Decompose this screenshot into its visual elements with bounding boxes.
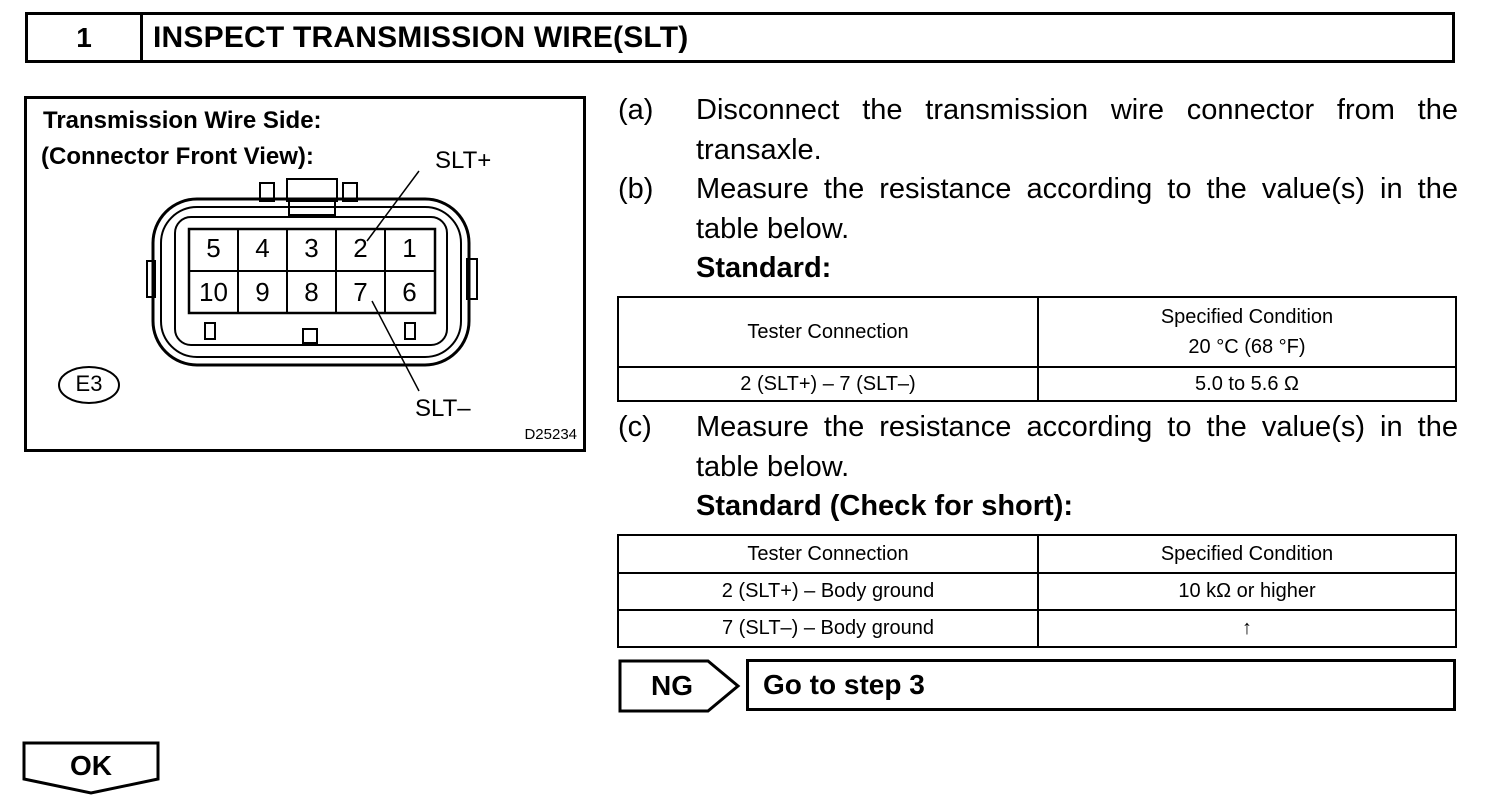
table2-header-condition: Specified Condition <box>1037 534 1457 574</box>
figure-title-line2: (Connector Front View): <box>41 143 314 170</box>
step-b-label: (b) <box>618 173 654 205</box>
table1-header-condition-line2: 20 °C (68 °F) <box>1188 336 1306 358</box>
step-c-label: (c) <box>618 411 652 443</box>
step-title: INSPECT TRANSMISSION WIRE(SLT) <box>153 20 689 54</box>
pin-10: 10 <box>199 277 228 307</box>
ok-label: OK <box>70 750 112 781</box>
step-a-text: Disconnect the transmission wire connect… <box>696 94 1458 166</box>
connector-id: E3 <box>75 371 103 396</box>
pin-1: 1 <box>402 233 417 263</box>
pin-3: 3 <box>304 233 319 263</box>
table1-header-condition-line1: Specified Condition <box>1160 306 1334 328</box>
table-row: 7 (SLT–) – Body ground ↑ <box>617 609 1457 648</box>
connector-figure: Transmission Wire Side: (Connector Front… <box>24 96 586 452</box>
table2-row2-condition: ↑ <box>1037 609 1457 648</box>
standard-label: Standard: <box>696 252 832 284</box>
slt-minus-label: SLT– <box>415 395 471 422</box>
slt-plus-label: SLT+ <box>435 147 492 174</box>
table2-row1-connection: 2 (SLT+) – Body ground <box>617 572 1039 611</box>
standard-table: Tester Connection Specified Condition 20… <box>617 296 1457 402</box>
bottom-tab-right <box>404 322 416 340</box>
table1-header-condition: Specified Condition 20 °C (68 °F) <box>1037 296 1457 368</box>
table1-row1-condition: 5.0 to 5.6 Ω <box>1037 366 1457 402</box>
step-a-label: (a) <box>618 94 654 126</box>
key-notch-top <box>288 200 336 216</box>
leader-line-plus <box>366 170 420 242</box>
ok-arrow-icon <box>22 741 160 795</box>
table2-row1-condition: 10 kΩ or higher <box>1037 572 1457 611</box>
connector-id-oval <box>58 366 120 404</box>
table-row: 2 (SLT+) – Body ground 10 kΩ or higher <box>617 572 1457 611</box>
table2-header-connection: Tester Connection <box>617 534 1039 574</box>
side-tab-left <box>146 260 156 298</box>
pin-6: 6 <box>402 277 417 307</box>
leader-line-minus <box>371 300 420 392</box>
connector-diagram <box>58 170 478 404</box>
latch-tab-left <box>259 182 275 202</box>
table1-header-connection: Tester Connection <box>617 296 1039 368</box>
connector-housing-inner <box>174 216 448 346</box>
connector-housing-mid <box>160 206 462 358</box>
step-c-text: Measure the resistance according to the … <box>696 411 1458 483</box>
figure-code: D25234 <box>524 426 577 443</box>
table2-row2-connection: 7 (SLT–) – Body ground <box>617 609 1039 648</box>
pin-8: 8 <box>304 277 319 307</box>
ng-arrow-icon <box>618 659 741 713</box>
ng-label: NG <box>651 670 693 701</box>
pin-2: 2 <box>353 233 368 263</box>
pin-4: 4 <box>255 233 270 263</box>
step-header: 1 INSPECT TRANSMISSION WIRE(SLT) <box>25 12 1455 63</box>
ng-action: Go to step 3 <box>746 659 1456 711</box>
latch-tab-right <box>342 182 358 202</box>
connector-housing-outer <box>151 197 471 367</box>
standard-short-label: Standard (Check for short): <box>696 490 1074 522</box>
step-number: 1 <box>28 15 143 60</box>
figure-title-line1: Transmission Wire Side: <box>43 107 322 134</box>
bottom-tab-center <box>302 328 318 344</box>
table1-row1-connection: 2 (SLT+) – 7 (SLT–) <box>617 366 1039 402</box>
table-row: 2 (SLT+) – 7 (SLT–) 5.0 to 5.6 Ω <box>617 366 1457 402</box>
short-check-table: Tester Connection Specified Condition 2 … <box>617 534 1457 648</box>
pin-9: 9 <box>255 277 270 307</box>
side-tab-right <box>466 258 478 300</box>
bottom-tab-left <box>204 322 216 340</box>
pin-7: 7 <box>353 277 368 307</box>
pin-5: 5 <box>206 233 221 263</box>
step-b-text: Measure the resistance according to the … <box>696 173 1458 245</box>
